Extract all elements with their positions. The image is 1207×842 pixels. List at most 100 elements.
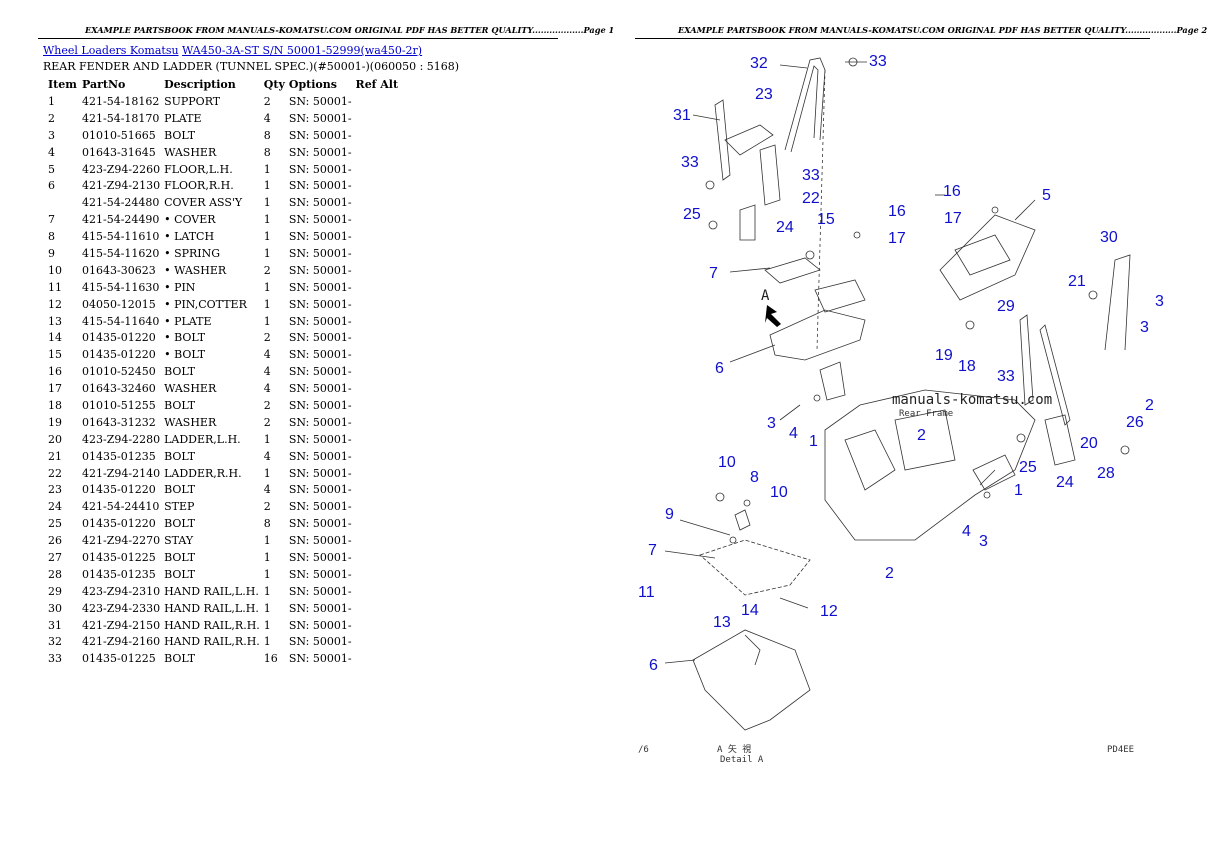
cell-options: SN: 50001- xyxy=(288,314,352,328)
cell-item: 3 xyxy=(48,128,55,142)
cell-options: SN: 50001- xyxy=(288,449,352,463)
cell-item: 14 xyxy=(48,331,62,345)
cell-qty: 1 xyxy=(263,230,271,244)
callout-number: 3 xyxy=(1140,319,1149,336)
cell-item: 25 xyxy=(48,517,62,531)
view-a-arrow xyxy=(765,305,781,327)
cell-partno: 01435-01225 xyxy=(82,550,156,564)
callout-number: 9 xyxy=(665,506,674,523)
cell-description: • WASHER xyxy=(164,263,227,277)
column-header-item: Item xyxy=(48,78,77,91)
cell-options: SN: 50001- xyxy=(288,584,352,598)
header-divider xyxy=(635,38,1150,39)
cell-partno: 01435-01235 xyxy=(82,567,156,581)
cell-description: HAND RAIL,L.H. xyxy=(164,601,259,615)
rear-frame-label: Rear Frame xyxy=(899,409,953,419)
cell-qty: 1 xyxy=(263,314,271,328)
callout-number: 30 xyxy=(1100,229,1118,246)
callout-number: 22 xyxy=(802,190,820,207)
cell-ref-alt xyxy=(356,363,403,380)
callout-number: 3 xyxy=(767,415,776,432)
cell-item: 16 xyxy=(48,365,62,379)
cell-ref-alt xyxy=(356,397,403,414)
callout-number: 25 xyxy=(683,206,701,223)
cell-qty: 1 xyxy=(263,179,271,193)
cell-ref-alt xyxy=(356,532,403,549)
cell-description: • PLATE xyxy=(164,314,212,328)
cell-description: • SPRING xyxy=(164,246,221,260)
cell-partno: 01435-01235 xyxy=(82,449,156,463)
cell-options: SN: 50001- xyxy=(288,348,352,362)
cell-options: SN: 50001- xyxy=(288,179,352,193)
callout-number: 1 xyxy=(809,433,818,450)
cell-partno: 421-54-24410 xyxy=(82,500,160,514)
cell-partno: 421-Z94-2270 xyxy=(82,534,161,548)
callout-number: 33 xyxy=(869,53,887,70)
breadcrumb-link-model[interactable]: WA450-3A-ST S/N 50001-52999(wa450-2r) xyxy=(182,44,423,57)
cell-options: SN: 50001- xyxy=(288,517,352,531)
callout-number: 32 xyxy=(750,55,768,72)
cell-qty: 1 xyxy=(263,534,271,548)
cell-qty: 16 xyxy=(263,652,278,666)
cell-partno: 423-Z94-2310 xyxy=(82,584,161,598)
cell-qty: 1 xyxy=(263,550,271,564)
cell-ref-alt xyxy=(356,617,403,634)
cell-description: BOLT xyxy=(164,517,196,531)
cell-ref-alt xyxy=(356,296,403,313)
cell-item: 6 xyxy=(48,179,55,193)
cell-description: BOLT xyxy=(164,449,196,463)
cell-options: SN: 50001- xyxy=(288,145,352,159)
cell-options: SN: 50001- xyxy=(288,128,352,142)
column-header-options: Options xyxy=(288,78,337,91)
column-header-partno: PartNo xyxy=(82,78,126,91)
cell-description: • BOLT xyxy=(164,348,206,362)
cell-item: 8 xyxy=(48,230,55,244)
cell-qty: 1 xyxy=(263,567,271,581)
cell-partno: 421-54-24490 xyxy=(82,213,160,227)
callout-number: 12 xyxy=(820,603,838,620)
cell-description: SUPPORT xyxy=(164,94,221,108)
cell-ref-alt xyxy=(356,228,403,245)
callout-number: 14 xyxy=(741,602,759,619)
cell-qty: 4 xyxy=(263,111,271,125)
callout-number: 13 xyxy=(713,614,731,631)
footer-left-code: /6 xyxy=(638,745,649,755)
cell-description: BOLT xyxy=(164,550,196,564)
cell-qty: 2 xyxy=(263,94,271,108)
cell-item: 21 xyxy=(48,449,62,463)
cell-item: 15 xyxy=(48,348,62,362)
callout-number: 3 xyxy=(979,533,988,550)
callout-number: 24 xyxy=(1056,474,1074,491)
cell-qty: 8 xyxy=(263,517,271,531)
cell-qty: 1 xyxy=(263,584,271,598)
cell-item: 9 xyxy=(48,246,55,260)
cell-description: HAND RAIL,L.H. xyxy=(164,584,259,598)
cell-partno: 01435-01220 xyxy=(82,348,156,362)
cell-ref-alt xyxy=(356,448,403,465)
cell-description: STAY xyxy=(164,534,194,548)
cell-partno: 421-Z94-2140 xyxy=(82,466,161,480)
cell-item: 10 xyxy=(48,263,62,277)
cell-item: 2 xyxy=(48,111,55,125)
breadcrumb-link-category[interactable]: Wheel Loaders Komatsu xyxy=(43,44,179,57)
callout-number: 19 xyxy=(935,347,953,364)
page-header: EXAMPLE PARTSBOOK FROM MANUALS-KOMATSU.C… xyxy=(85,25,615,35)
cell-ref-alt xyxy=(356,262,403,279)
cell-partno: 01010-52450 xyxy=(82,365,156,379)
cell-options: SN: 50001- xyxy=(288,534,352,548)
cell-partno: 415-54-11620 xyxy=(82,246,160,260)
parts-table: Item PartNo Description Qty Options Ref … xyxy=(43,76,402,667)
cell-qty: 2 xyxy=(263,500,271,514)
callout-number: 33 xyxy=(681,154,699,171)
cell-description: BOLT xyxy=(164,483,196,497)
cell-qty: 2 xyxy=(263,415,271,429)
cell-item: 22 xyxy=(48,466,62,480)
cell-options: SN: 50001- xyxy=(288,618,352,632)
cell-options: SN: 50001- xyxy=(288,94,352,108)
